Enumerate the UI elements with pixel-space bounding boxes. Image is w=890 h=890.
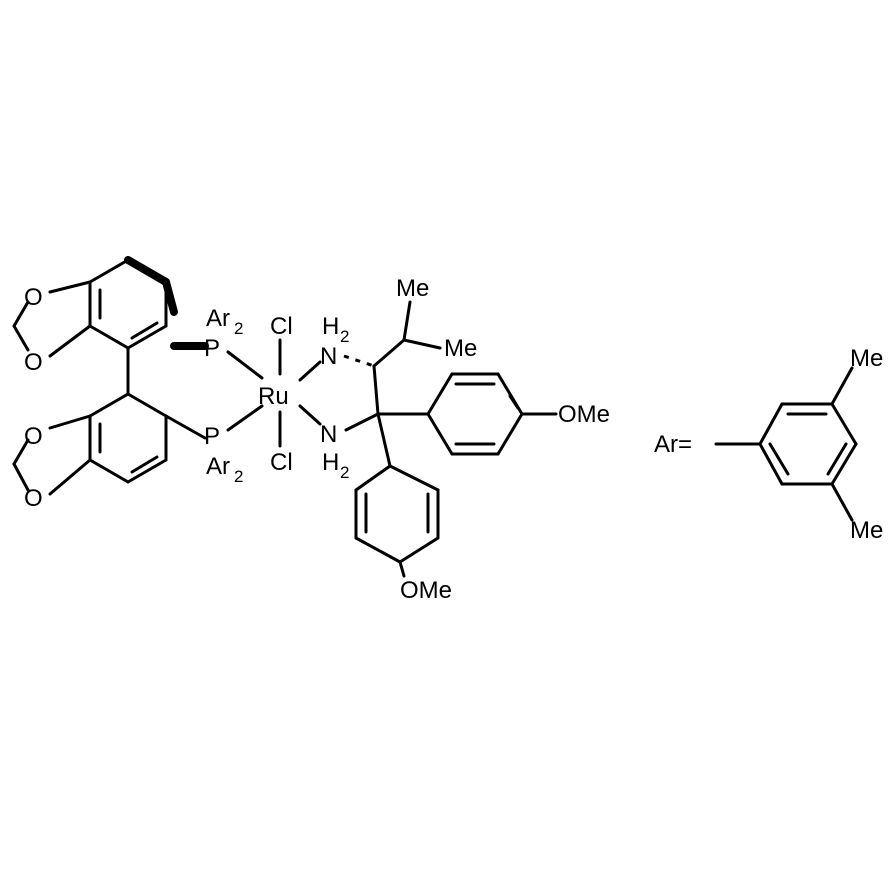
- phosphorus-bottom: P: [204, 423, 220, 450]
- ar2-top-label: Ar: [206, 305, 230, 332]
- xylyl-methyl-bottom: Me: [850, 517, 883, 544]
- nh2-top-subscript: 2: [340, 327, 349, 346]
- diamine-backbone: [343, 300, 442, 432]
- amine-nitrogen-top: N: [320, 343, 337, 370]
- nh2-top-hydrogen: H: [322, 313, 339, 340]
- chloride-top: Cl: [270, 313, 293, 340]
- ar2-bottom-label: Ar: [206, 453, 230, 480]
- ru-coordination-bonds: [226, 338, 322, 448]
- dioxole-oxygen-bottom-1: O: [24, 423, 43, 450]
- xylyl-ring: [714, 366, 858, 522]
- dioxole-oxygen-bottom-2: O: [24, 485, 43, 512]
- amine-nitrogen-bottom: N: [320, 421, 337, 448]
- chloride-bottom: Cl: [270, 449, 293, 476]
- bottom-dioxole: [12, 414, 92, 496]
- aryl-p-bottom-bond: [164, 414, 207, 440]
- dioxole-oxygen-top-1: O: [24, 284, 43, 311]
- nh2-bottom-hydrogen: H: [322, 449, 339, 476]
- ar2-top-subscript: 2: [234, 319, 243, 338]
- ar2-bottom-subscript: 2: [234, 467, 243, 486]
- xylyl-methyl-top: Me: [850, 345, 883, 372]
- upper-anisyl-ring: [376, 372, 558, 456]
- dioxole-oxygen-top-2: O: [24, 349, 43, 376]
- top-dioxole: [12, 280, 92, 358]
- isopropyl-methyl-2: Me: [444, 335, 477, 362]
- ar-definition-label: Ar=: [654, 431, 692, 458]
- isopropyl-methyl-1: Me: [396, 275, 429, 302]
- ruthenium-center: Ru: [258, 383, 289, 410]
- bottom-aryl-ring: [88, 392, 168, 484]
- top-aryl-ring: [88, 256, 178, 350]
- nh2-bottom-subscript: 2: [340, 463, 349, 482]
- lower-anisyl-ring: [354, 412, 440, 578]
- methoxy-lower: OMe: [400, 577, 452, 604]
- phosphorus-top: P: [204, 335, 220, 362]
- methoxy-upper: OMe: [558, 401, 610, 428]
